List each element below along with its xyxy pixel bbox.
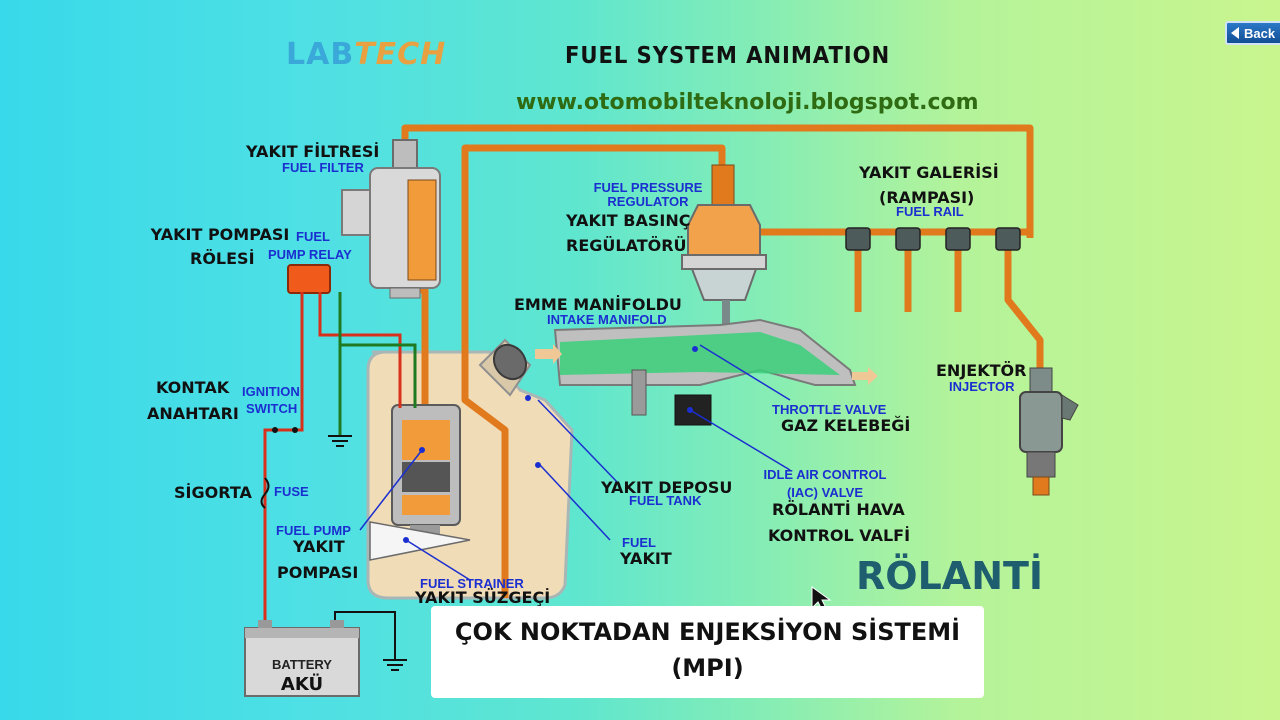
caption-line-1: ÇOK NOKTADAN ENJEKSİYON SİSTEMİ [454, 618, 961, 646]
ignition-label-en-1: IGNITION [242, 384, 300, 399]
fuel-pump-label-en: FUEL PUMP [276, 523, 351, 538]
regulator-label-en-1: FUEL PRESSURE [593, 180, 703, 195]
battery-label-tr: AKÜ [280, 674, 324, 695]
fuel-pump [391, 404, 461, 537]
wire-red-main [263, 292, 304, 620]
rail-connectors [845, 227, 1021, 251]
fuse-label-tr: SİGORTA [174, 483, 252, 502]
ignition-switch-contact-1 [272, 427, 278, 433]
injector-label-en: INJECTOR [949, 379, 1015, 394]
battery-label-en: BATTERY [272, 657, 332, 672]
iac-label-tr-2: KONTROL VALFİ [768, 526, 911, 545]
fuel-label-en: FUEL [622, 535, 656, 550]
leader-dots [403, 346, 698, 543]
caption-line-2: (MPI) [671, 654, 744, 682]
intake-label-en: INTAKE MANIFOLD [547, 312, 667, 327]
injector-label-tr: ENJEKTÖR [936, 361, 1027, 380]
fuel-strainer [369, 521, 471, 561]
fuel-rail-label-tr-2: (RAMPASI) [879, 188, 975, 207]
wire-battery-ground [334, 611, 396, 660]
fuel-rail-label-tr-1: YAKIT GALERİSİ [859, 163, 999, 182]
intake-manifold [535, 318, 878, 426]
regulator-label-tr-2: REGÜLATÖRÜ [566, 236, 687, 255]
fuel-strainer-label-en: FUEL STRAINER [420, 576, 524, 591]
page-title: FUEL SYSTEM ANIMATION [565, 43, 891, 69]
ground-symbols [328, 435, 407, 671]
fuel-pump-relay-label-tr-2: RÖLESİ [190, 249, 255, 268]
fuel-pump-relay-label-en-1: FUEL [296, 229, 330, 244]
logo-suffix: TECH [354, 37, 447, 72]
fuel-rail-label-en: FUEL RAIL [896, 204, 964, 219]
ignition-label-tr-1: KONTAK [156, 378, 230, 397]
fuse-label-en: FUSE [274, 484, 309, 499]
fuel-pressure-regulator [681, 164, 767, 340]
fuel-strainer-label-tr: YAKIT SÜZGEÇİ [415, 588, 551, 607]
website-url: www.otomobilteknoloji.blogspot.com [516, 90, 979, 115]
ignition-label-en-2: SWITCH [246, 401, 298, 416]
regulator-label-en-2: REGULATOR [607, 194, 689, 209]
fuel-injector [1019, 367, 1079, 496]
iac-label-tr-1: RÖLANTİ HAVA [772, 500, 905, 519]
fuel-line-outer-loop [401, 124, 1034, 238]
back-button[interactable]: Back [1225, 21, 1280, 45]
tank-filler-cap [492, 343, 528, 381]
fuel-pump-relay [287, 264, 331, 294]
fuel-return-line [461, 144, 726, 598]
fuel-filter [341, 139, 441, 299]
ignition-label-tr-2: ANAHTARI [147, 404, 239, 423]
fuel-pump-label-tr-1: YAKIT [293, 537, 345, 556]
iac-label-en-1: IDLE AIR CONTROL [763, 467, 887, 482]
wire-red-pump [318, 292, 402, 408]
electrical-wires [263, 292, 417, 660]
throttle-label-tr: GAZ KELEBEĞİ [781, 416, 911, 435]
back-label: Back [1244, 25, 1276, 41]
fuel-pump-label-tr-2: POMPASI [277, 563, 359, 582]
fuel-label-tr: YAKIT [620, 549, 672, 568]
fuel-lines [401, 124, 1044, 598]
ignition-switch-contact-2 [292, 427, 298, 433]
fuel-pump-relay-label-en-2: PUMP RELAY [268, 247, 352, 262]
leader-lines [359, 344, 791, 581]
intake-label-tr: EMME MANİFOLDU [514, 295, 682, 314]
labtech-logo: LABTECH [286, 38, 446, 71]
fuse-symbol [260, 477, 270, 509]
fuel-filter-label-en: FUEL FILTER [282, 160, 364, 175]
tank-label-tr: YAKIT DEPOSU [601, 478, 733, 497]
iac-label-en-2: (IAC) VALVE [786, 485, 864, 500]
regulator-label-tr-1: YAKIT BASINÇ [566, 211, 691, 230]
wire-green-pump [340, 343, 417, 408]
fuel-pump-relay-label-tr-1: YAKIT POMPASI [150, 225, 290, 244]
throttle-label-en: THROTTLE VALVE [772, 402, 887, 417]
fuel-filter-label-tr: YAKIT FİLTRESİ [246, 142, 380, 161]
tank-label-en: FUEL TANK [629, 493, 702, 508]
mode-label: RÖLANTİ [856, 554, 1044, 598]
battery [244, 620, 360, 697]
caption-box: ÇOK NOKTADAN ENJEKSİYON SİSTEMİ (MPI) [431, 606, 984, 698]
back-arrow-icon [1231, 27, 1239, 39]
logo-prefix: LAB [286, 37, 355, 72]
